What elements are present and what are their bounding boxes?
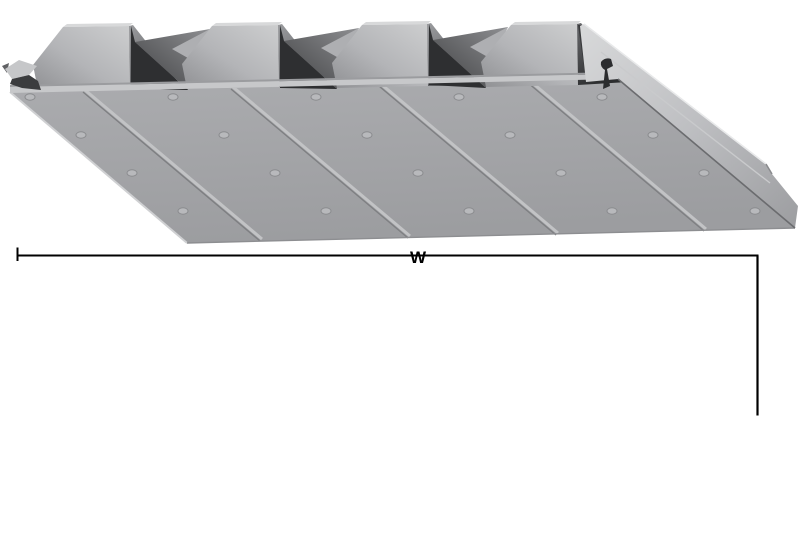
groove-line [380,82,559,235]
gap-shadow [429,24,486,88]
rib-left-face [481,24,578,87]
rib-top-face [511,21,581,25]
rivet [361,131,373,139]
left-lip-flap [5,60,37,79]
seam-hook [600,58,613,89]
rivet [269,169,281,177]
rivet [749,207,761,215]
width-label: W [410,248,427,267]
gap-valley-highlight [321,28,359,61]
rib-top-face [212,22,282,26]
rib-gap-1 [131,26,210,90]
rivet [698,169,710,177]
rivet [167,93,179,101]
gap-valley-highlight [172,29,210,62]
rib-left-face [33,26,130,90]
rivet [218,131,230,139]
underside-rivets [24,93,761,215]
rivet [504,131,516,139]
rivet [177,207,189,215]
groove-line [232,85,411,238]
groove-line [528,78,707,231]
right-lip-crease [617,78,796,229]
rivet [647,131,659,139]
rivet [596,93,608,101]
panel-right-lip [580,23,798,229]
underside-face [10,79,795,243]
rib-top-face [63,23,133,27]
rivet [555,169,567,177]
rib-left-face [332,24,428,88]
right-lip-fold [600,51,771,184]
groove-line [230,88,409,239]
panel-ribs [33,21,628,90]
groove-line [378,85,557,236]
left-lip-shadow [10,75,41,90]
rivet [606,207,618,215]
groove-line [84,88,263,241]
right-lip-band [580,24,798,228]
underside-grooves [82,78,707,242]
rib-gap-2 [280,25,359,89]
rib-gap-3 [429,24,508,88]
front-edge-strip [10,74,618,93]
rivet [310,93,322,101]
groove-line [82,91,261,242]
rivet [24,93,36,101]
rib-left-face [182,25,279,89]
gap-valley-highlight [470,27,508,60]
front-edge-crease [10,72,618,87]
rivet [453,93,465,101]
width-dimension [16,247,759,416]
panel-underside [9,78,796,244]
underside-bottom-edge [186,227,796,244]
right-lip-top-highlight [583,23,767,165]
underside-left-edge-highlight [9,91,188,244]
right-lip-notch-edge [765,163,773,175]
rivet [126,169,138,177]
groove-line [526,81,705,232]
panel-left-lip [2,60,41,90]
rivet [412,169,424,177]
rivet [75,131,87,139]
rib-top-face [362,21,431,25]
rivet [320,207,332,215]
gap-shadow [280,25,337,89]
rivet [463,207,475,215]
gap-shadow [131,26,188,90]
panel-front-edge [10,72,618,93]
